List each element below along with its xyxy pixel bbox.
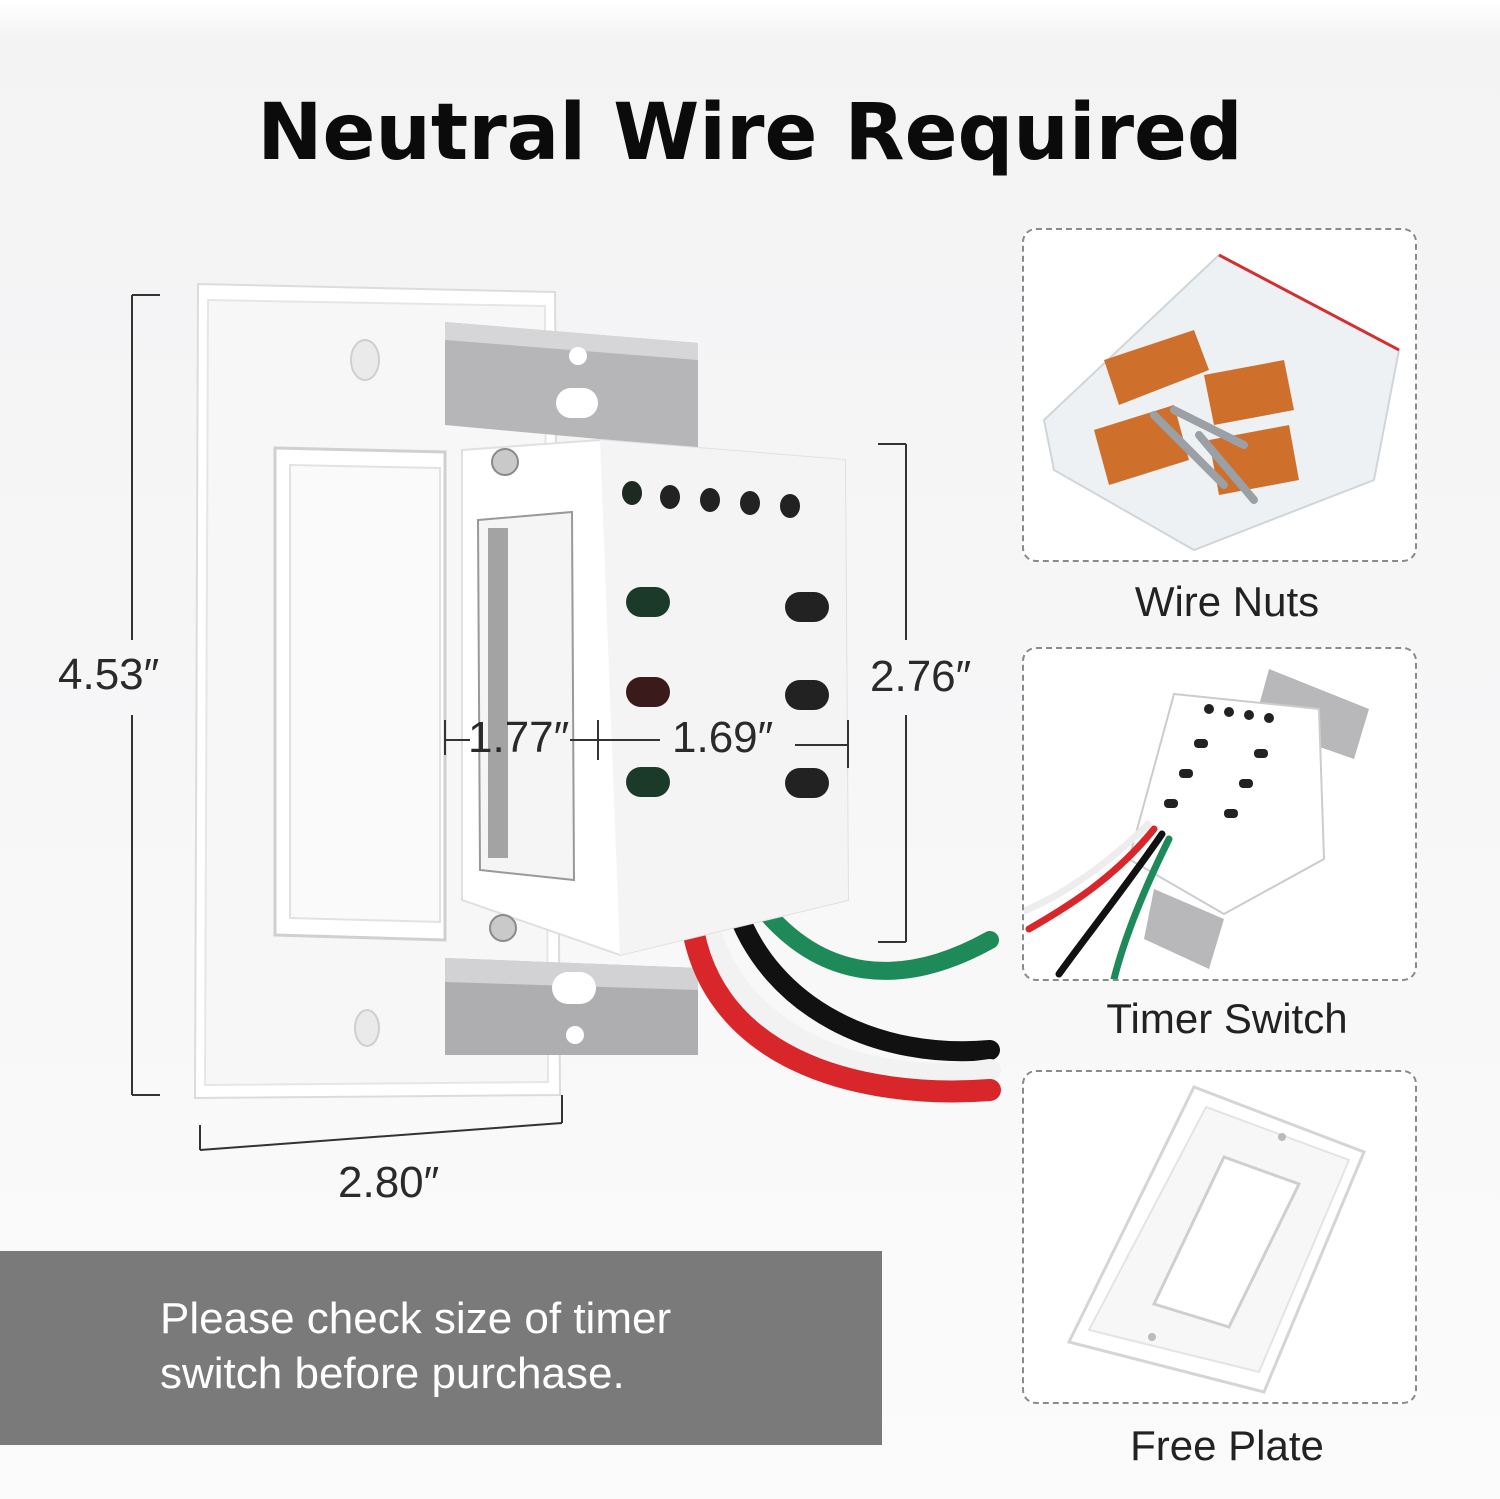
height-dimension-label: 4.53″ <box>58 650 160 699</box>
depth-dimension-line <box>444 720 849 768</box>
body-height-dimension-line <box>878 443 907 943</box>
metal-yoke-top <box>445 322 698 448</box>
package-label-timer-switch: Timer Switch <box>1106 995 1348 1042</box>
depth-right-dimension-label: 1.69″ <box>672 713 774 762</box>
package-card-wire-nuts <box>1022 228 1417 562</box>
width-dimension-line <box>199 1095 563 1151</box>
page-title: Neutral Wire Required <box>257 88 1243 178</box>
timer-switch-icon <box>1024 669 1369 979</box>
package-card-free-plate <box>1022 1070 1417 1404</box>
switch-body <box>461 438 850 957</box>
height-dimension-line <box>131 294 160 1096</box>
wires <box>679 894 1001 1103</box>
depth-left-dimension-label: 1.77″ <box>468 713 570 762</box>
size-notice-text: Please check size of timer switch before… <box>160 1294 672 1398</box>
metal-yoke-bottom <box>445 958 698 1055</box>
size-notice-banner: Please check size of timer switch before… <box>0 1251 882 1445</box>
body-height-dimension-label: 2.76″ <box>870 652 972 701</box>
wire-nuts-bag-icon <box>1042 253 1401 552</box>
package-card-timer-switch <box>1022 647 1417 981</box>
package-label-wire-nuts: Wire Nuts <box>1134 578 1320 625</box>
width-dimension-label: 2.80″ <box>338 1158 440 1207</box>
wall-plate-icon <box>1066 1085 1366 1394</box>
package-label-free-plate: Free Plate <box>1130 1422 1324 1469</box>
